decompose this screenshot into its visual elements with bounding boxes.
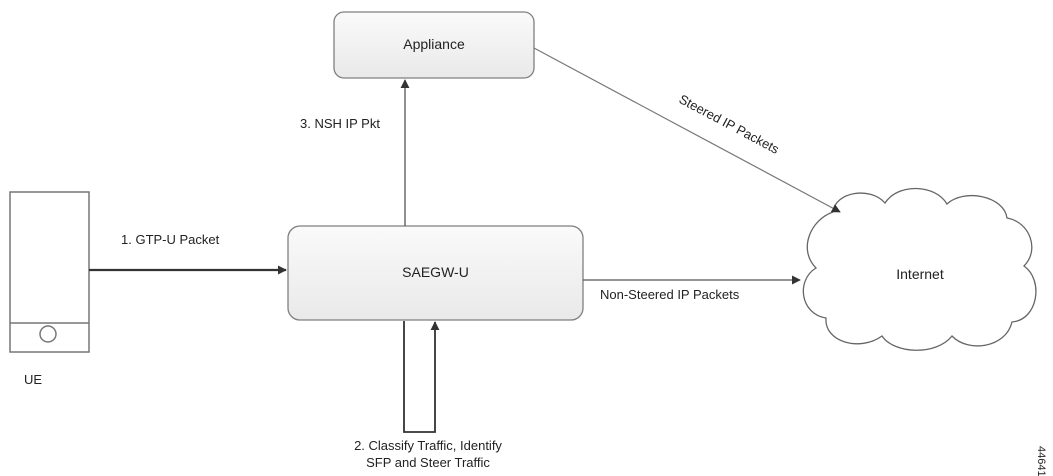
steered-label: Steered IP Packets bbox=[677, 91, 783, 157]
edge-classify-loop bbox=[403, 321, 440, 433]
classify-label-line1: 2. Classify Traffic, Identify bbox=[354, 438, 502, 453]
non-steered-label: Non-Steered IP Packets bbox=[600, 287, 740, 302]
ue-button-icon bbox=[39, 325, 57, 343]
gtp-label: 1. GTP-U Packet bbox=[121, 232, 220, 247]
nsh-label: 3. NSH IP Pkt bbox=[300, 116, 380, 131]
saegw-box bbox=[287, 225, 584, 321]
appliance-box bbox=[333, 11, 535, 79]
saegw-label: SAEGW-U bbox=[402, 264, 469, 280]
classify-label-line2: SFP and Steer Traffic bbox=[366, 455, 490, 470]
internet-label: Internet bbox=[896, 266, 944, 282]
ue-label: UE bbox=[24, 372, 43, 387]
ue-device bbox=[9, 191, 90, 353]
appliance-label: Appliance bbox=[403, 36, 465, 52]
figure-id: 446415 bbox=[1035, 446, 1047, 476]
internet-cloud bbox=[802, 187, 1037, 351]
edge-steered-arrow bbox=[533, 47, 841, 213]
